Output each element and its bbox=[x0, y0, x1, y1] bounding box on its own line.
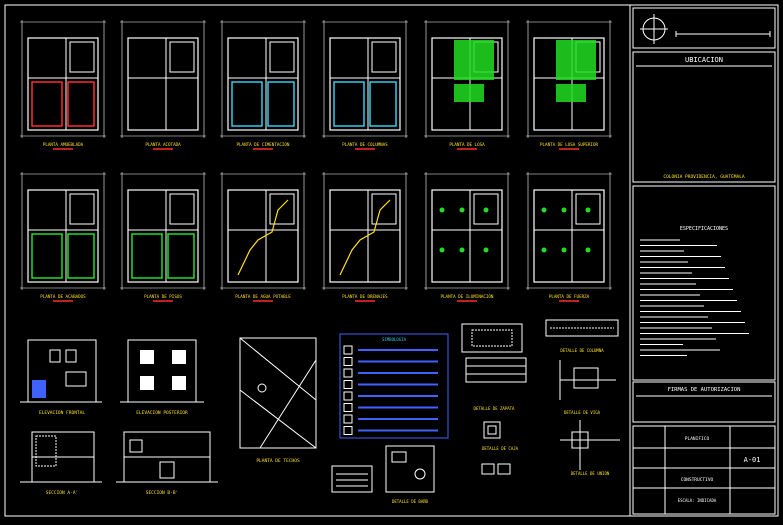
section-a: SECCION A-A' bbox=[20, 431, 102, 496]
roof-plan-label: PLANTA DE TECHOS bbox=[256, 458, 300, 464]
floor-plan: PLANTA DE LOSA SUPERIOR bbox=[526, 20, 612, 150]
section-b: SECCION B-B' bbox=[116, 431, 218, 496]
elev-rear-label: ELEVACION POSTERIOR bbox=[136, 410, 188, 416]
bath-detail: DETALLE DE BAÑO bbox=[385, 445, 435, 504]
specs-box bbox=[632, 185, 776, 381]
floor-plans-group: PLANTA AMUEBLADA PLANTA ACOTADA PLANTA DE … bbox=[20, 20, 612, 302]
box-label: DETALLE DE CAJA bbox=[482, 446, 519, 451]
floor-plan: PLANTA DE AGUA POTABLE bbox=[220, 172, 306, 302]
beam-label: DETALLE DE VIGA bbox=[564, 410, 601, 415]
plan-label: PLANTA DE COLUMNAS bbox=[342, 142, 388, 147]
column-label: DETALLE DE COLUMNA bbox=[560, 348, 604, 353]
elevation-front: ELEVACION FRONTAL bbox=[20, 339, 102, 416]
floor-plan: PLANTA AMUEBLADA bbox=[20, 20, 106, 150]
signatures-header: FIRMAS DE AUTORIZACION bbox=[668, 387, 741, 393]
floor-plan: PLANTA DE PISOS bbox=[120, 172, 206, 302]
plan-label: PLANTA DE PISOS bbox=[144, 294, 182, 299]
plan-label: PLANTA ACOTADA bbox=[145, 142, 181, 147]
drawing-field: CONSTRUCTIVO bbox=[681, 477, 714, 483]
joint-label: DETALLE DE UNION bbox=[571, 471, 610, 476]
scale-field: ESCALA: INDICADA bbox=[678, 498, 717, 503]
bath-detail-label: DETALLE DE BAÑO bbox=[392, 499, 429, 504]
beam-detail: DETALLE DE VIGA bbox=[559, 360, 616, 415]
box-detail: DETALLE DE CAJA bbox=[481, 421, 519, 475]
symbology-table: SIMBOLOGIA bbox=[339, 333, 449, 439]
plan-field: PLANIFICO bbox=[685, 436, 710, 442]
plan-label: PLANTA DE ACABADOS bbox=[40, 294, 86, 299]
info-box bbox=[632, 425, 776, 515]
plan-label: PLANTA AMUEBLADA bbox=[43, 142, 84, 147]
footing-label: DETALLE DE ZAPATA bbox=[474, 406, 516, 411]
symbology-label: SIMBOLOGIA bbox=[382, 337, 407, 342]
plan-label: PLANTA DE LOSA SUPERIOR bbox=[540, 142, 598, 147]
footing-detail: DETALLE DE ZAPATA bbox=[461, 323, 527, 411]
plan-label: PLANTA DE FUERZA bbox=[549, 294, 590, 299]
roof-plan: PLANTA DE TECHOS bbox=[239, 337, 317, 464]
sheet-number: A-01 bbox=[744, 456, 761, 464]
plan-label: PLANTA DE CIMENTACION bbox=[237, 142, 290, 147]
specs-text-lines bbox=[640, 239, 749, 356]
column-detail: DETALLE DE COLUMNA bbox=[545, 319, 619, 353]
title-block: UBICACION COLONIA PROVIDENCIA, GUATEMALA… bbox=[632, 7, 776, 515]
location-address: COLONIA PROVIDENCIA, GUATEMALA bbox=[663, 174, 745, 180]
location-box bbox=[632, 51, 776, 183]
elev-front-label: ELEVACION FRONTAL bbox=[39, 410, 85, 416]
floor-plan: PLANTA ACOTADA bbox=[120, 20, 206, 150]
plan-label: PLANTA DE DRENAJES bbox=[342, 294, 388, 299]
section-a-label: SECCION A-A' bbox=[46, 490, 79, 496]
floor-plan: PLANTA DE CIMENTACION bbox=[220, 20, 306, 150]
floor-plan: PLANTA DE FUERZA bbox=[526, 172, 612, 302]
specs-header: ESPECIFICACIONES bbox=[680, 226, 728, 232]
joint-detail: DETALLE DE UNION bbox=[560, 420, 620, 476]
floor-plan: PLANTA DE LOSA bbox=[424, 20, 510, 150]
floor-plan: PLANTA DE ILUMINACION bbox=[424, 172, 510, 302]
floor-plan: PLANTA DE ACABADOS bbox=[20, 172, 106, 302]
plan-label: PLANTA DE LOSA bbox=[449, 142, 485, 147]
signatures-box bbox=[632, 381, 776, 423]
elevation-rear: ELEVACION POSTERIOR bbox=[120, 339, 204, 416]
floor-plan: PLANTA DE COLUMNAS bbox=[322, 20, 408, 150]
plan-label: PLANTA DE AGUA POTABLE bbox=[235, 294, 291, 299]
title-block-border bbox=[629, 4, 779, 517]
legend-small bbox=[331, 465, 373, 493]
floor-plan: PLANTA DE DRENAJES bbox=[322, 172, 408, 302]
plan-label: PLANTA DE ILUMINACION bbox=[441, 294, 494, 299]
north-arrow-box bbox=[632, 7, 776, 49]
location-header: UBICACION bbox=[685, 56, 723, 64]
section-b-label: SECCION B-B' bbox=[146, 490, 179, 496]
